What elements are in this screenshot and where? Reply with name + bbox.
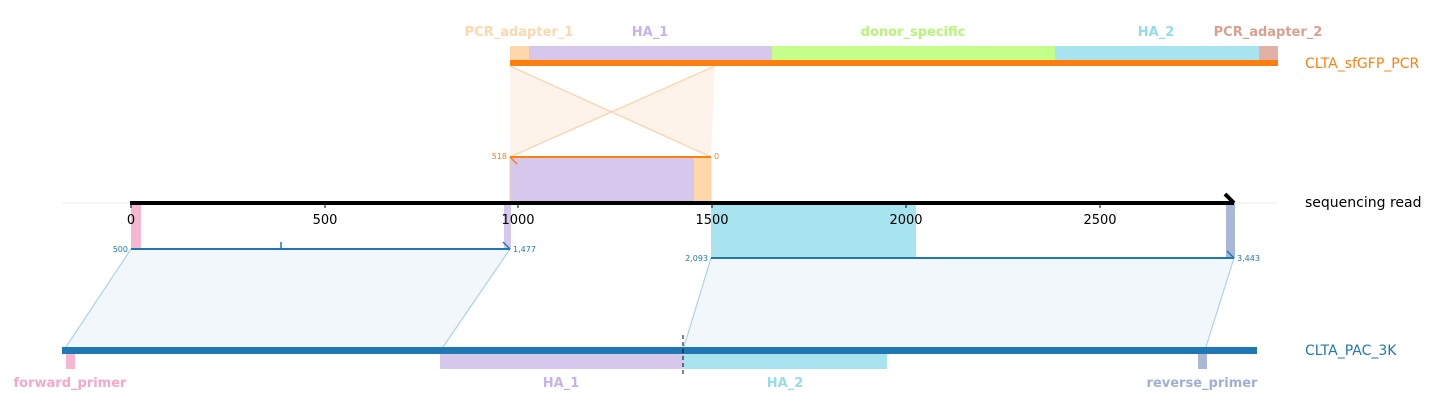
top-alignment-edge — [509, 65, 716, 158]
feature-label: donor_specific — [861, 25, 966, 40]
axis-tick-label: 0 — [127, 213, 135, 228]
feature-donor-specific-block — [772, 46, 1055, 64]
read-axis: 0 500 1000 1500 2000 2500 — [127, 203, 1117, 228]
axis-tick-label: 500 — [313, 213, 338, 228]
feature-label: HA_1 — [543, 376, 580, 391]
feature-ha-2-block — [1055, 46, 1259, 64]
right-alignment: 2,093 3,443 — [682, 250, 1260, 351]
read-arrowhead — [1223, 192, 1236, 205]
right-alignment-end-label: 3,443 — [1237, 254, 1260, 263]
top-alignment-start-label: 518 — [492, 152, 507, 161]
axis-tick-label: 2500 — [1083, 213, 1116, 228]
top-alignment: 518 0 — [492, 65, 719, 203]
bottom-reference-name: CLTA_PAC_3K — [1305, 343, 1397, 359]
feature-label: PCR_adapter_2 — [1214, 25, 1323, 40]
feature-ha-1-block — [529, 46, 772, 64]
right-alignment-arrow — [1226, 250, 1235, 259]
left-alignment-edge — [440, 248, 511, 351]
top-alignment-arrow — [509, 156, 518, 165]
axis-tick-label: 1000 — [501, 213, 534, 228]
bottom-reference: forward_primer HA_1 HA_2 reverse_primer … — [14, 335, 1397, 391]
bottom-reference-bar — [62, 347, 1257, 354]
left-alignment: 500 1,477 — [63, 241, 536, 351]
left-alignment-parallelogram — [64, 249, 510, 350]
feature-reverse-primer-block — [1198, 350, 1207, 369]
feature-label: HA_2 — [1138, 25, 1175, 40]
feature-label: HA_1 — [632, 25, 669, 40]
left-alignment-end-label: 1,477 — [513, 245, 536, 254]
feature-ha-2-block — [683, 350, 887, 369]
left-alignment-start-label: 500 — [113, 245, 128, 254]
axis-tick-label: 1500 — [695, 213, 728, 228]
sequencing-read: 0 500 1000 1500 2000 2500 sequencing rea… — [62, 192, 1421, 258]
read-ha-1-segment — [510, 157, 694, 203]
top-reference-bar — [510, 60, 1278, 66]
left-alignment-edge — [63, 248, 132, 351]
top-alignment-crossover-left — [510, 66, 612, 157]
feature-label: reverse_primer — [1147, 376, 1259, 391]
top-alignment-crossover-right — [612, 66, 715, 157]
right-alignment-start-label: 2,093 — [685, 254, 708, 263]
read-ha-2-segment — [711, 203, 916, 258]
feature-label: forward_primer — [14, 376, 128, 391]
read-ha-1-tail-segment — [504, 203, 511, 249]
feature-pcr-adapter-1-block — [510, 46, 529, 64]
feature-pcr-adapter-2-block — [1259, 46, 1278, 64]
top-alignment-edge — [509, 65, 712, 158]
top-alignment-end-label: 0 — [714, 152, 719, 161]
top-reference-name: CLTA_sfGFP_PCR — [1305, 56, 1419, 72]
feature-label: HA_2 — [767, 376, 804, 391]
top-reference: PCR_adapter_1 HA_1 donor_specific HA_2 P… — [465, 25, 1420, 72]
feature-label: PCR_adapter_1 — [465, 25, 574, 40]
feature-ha-1-block — [440, 350, 683, 369]
right-alignment-edge — [1204, 257, 1235, 351]
read-forward-primer-segment — [131, 203, 141, 249]
left-alignment-arrow — [502, 241, 511, 250]
read-adapter-segment — [694, 157, 711, 203]
right-alignment-parallelogram — [683, 258, 1234, 350]
read-reverse-primer-segment — [1226, 203, 1235, 258]
right-alignment-edge — [682, 257, 712, 351]
read-name: sequencing read — [1305, 195, 1421, 211]
axis-tick-label: 2000 — [889, 213, 922, 228]
feature-forward-primer-block — [66, 350, 75, 369]
